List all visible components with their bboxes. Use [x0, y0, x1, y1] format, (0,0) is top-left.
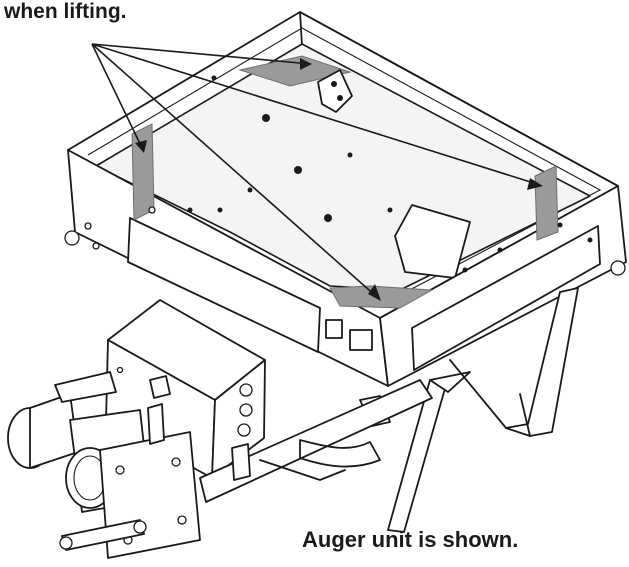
- frame-top-rim-inner: [87, 27, 602, 305]
- auger-tube: [199, 379, 433, 503]
- support-legs: [387, 287, 579, 533]
- drive-motor: [7, 371, 201, 559]
- frame-bolts: [64, 75, 626, 276]
- warning-decal-2: [349, 329, 373, 351]
- warning-decal-1: [325, 319, 343, 339]
- caption-top: when lifting.: [4, 0, 127, 23]
- lift-zone-right: [534, 165, 559, 241]
- lift-zone-front: [329, 285, 434, 309]
- pointer-arrows: [91, 43, 543, 301]
- side-panel-slot: [411, 225, 601, 371]
- caption-bottom: Auger unit is shown.: [302, 527, 519, 552]
- housing-latches: [147, 375, 251, 481]
- lift-zone-left: [131, 123, 155, 221]
- chute-opening: [394, 204, 471, 279]
- rear-mount-plate: [317, 69, 353, 113]
- front-wall-slot: [127, 217, 321, 353]
